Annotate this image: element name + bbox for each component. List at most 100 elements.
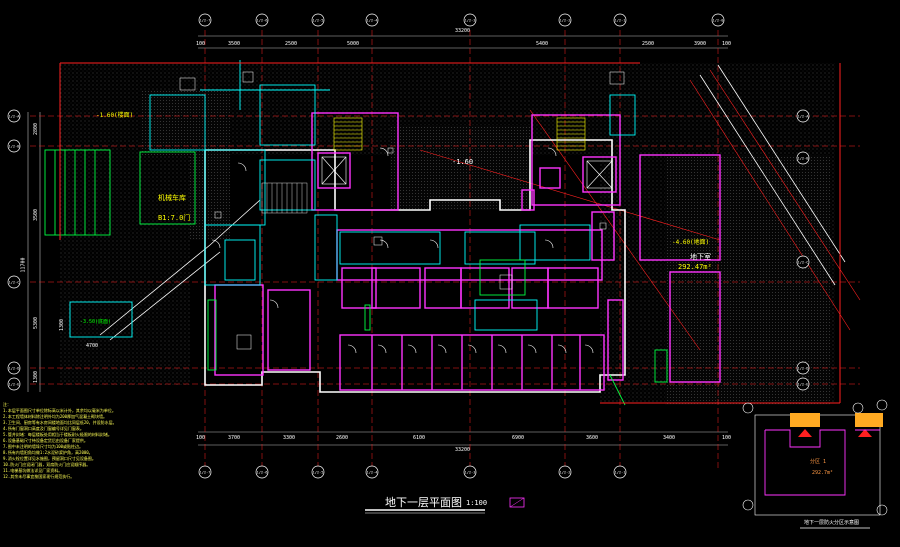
door-swings: [211, 147, 594, 354]
axis-bubble-bottom: [311, 465, 325, 479]
top-dimension-lines: [198, 35, 728, 49]
green-walls: [44, 149, 668, 406]
axis-bubble-bottom-label: 1/2-7: [200, 471, 211, 475]
top-dim-4: 5000: [347, 41, 360, 47]
axis-bubble-bottom-label: 1/2-5: [313, 471, 324, 475]
left-total-dimension: 11700: [20, 257, 27, 273]
left-dim-4: 1300: [33, 370, 40, 384]
left-dimension-lines: [27, 112, 41, 392]
axis-bubble-top: [255, 13, 269, 27]
bottom-total-dimension: 33200: [455, 447, 471, 453]
drawing-title: 地下一层平面图: [385, 496, 462, 509]
left-elevation-label: -1.60(楼面): [96, 112, 134, 119]
axis-bubble-left-label: 1/2-E: [9, 383, 20, 387]
keyplan-axis-bubble: [852, 402, 864, 414]
axis-bubble-right-label: 1/2-B: [798, 157, 809, 161]
top-dim-5: 5400: [536, 41, 549, 47]
note-line: 7.图中未注明的墙垛尺寸均为100或贴柱边。: [3, 444, 84, 449]
axis-bubble-left: [7, 377, 21, 391]
left-small-dim-1: 1300: [59, 318, 66, 332]
bottom-dim-3: 3300: [283, 435, 296, 441]
boundary-lines: [59, 62, 841, 404]
axis-bubble-right: [796, 361, 810, 375]
note-line: 10.防火门应设闭门器，双扇防火门应设顺序器。: [3, 462, 91, 467]
axis-bubble-bottom: [613, 465, 627, 479]
note-line: 1.本层平面图尺寸单位除标高以米计外，其余均以毫米为单位。: [3, 408, 116, 413]
axis-bubble-top-label: 1/2-5: [313, 19, 324, 23]
note-line: 12.其余未尽事宜按国家现行规范执行。: [3, 474, 75, 479]
bottom-dim-6: 6900: [512, 435, 525, 441]
note-line: 11.电梯基坑做法详见厂家资料。: [3, 468, 63, 473]
hatched-ground: [60, 63, 835, 405]
axis-bubble-bottom: [463, 465, 477, 479]
left-dim-3: 5300: [33, 316, 40, 330]
ramp-diagonals: [419, 69, 861, 351]
axis-bubble-left: [7, 361, 21, 375]
mechanical-parking-label: 机械车库: [158, 194, 186, 202]
bottom-dim-4: 2600: [336, 435, 349, 441]
drawing-scale: 1:100: [466, 499, 488, 507]
axis-bubble-top-label: 1/2-1: [615, 19, 626, 23]
axis-bubble-bottom: [198, 465, 212, 479]
note-line: 4.所有门窗洞口高度及门窗编号详见门窗表。: [3, 426, 84, 431]
axis-bubble-left-label: 1/2-D: [9, 367, 20, 371]
note-line: 3.卫生间、厨房等有水房间楼地面均比同层低20，并设防水层。: [3, 420, 117, 425]
axis-bubble-left-label: 1/2-B: [9, 145, 20, 149]
axis-bubble-top-label: 1/2-6: [257, 19, 268, 23]
top-dim-3: 2500: [285, 41, 298, 47]
axis-bubble-bottom-label: 1/2-4: [367, 471, 378, 475]
axis-bubble-right: [796, 377, 810, 391]
legend-swatch-hatch: [509, 497, 525, 508]
keyplan-axis-bubble: [742, 402, 754, 414]
axis-bubble-top-label: 1/2-4: [367, 19, 378, 23]
axis-bubble-right: [796, 255, 810, 269]
stair-mid: [261, 182, 308, 214]
axis-bubble-top: [463, 13, 477, 27]
axis-bubble-bottom-label: 1/2-1: [615, 471, 626, 475]
elevator-cars: [321, 156, 613, 189]
bottom-dim-8: 3400: [663, 435, 676, 441]
note-line: 2.本工程墙体材料除注明外均为200厚加气混凝土砌块墙。: [3, 414, 108, 419]
axis-bubble-top: [613, 13, 627, 27]
note-line: 5.管井封堵：每层楼板处用相当于楼板耐火极限的材料封堵。: [3, 432, 112, 437]
top-total-dimension: 33200: [455, 28, 471, 34]
axis-bubble-left: [7, 139, 21, 153]
note-line: 9.消火栓位置详见水施图，预留洞口尺寸见设备图。: [3, 456, 96, 461]
axis-bubble-bottom-label: 1/2-6: [257, 471, 268, 475]
right-elevation-label: -4.60(地面): [672, 239, 710, 246]
axis-bubble-right-label: 1/2-A: [798, 115, 810, 119]
fixtures: [179, 71, 625, 350]
axis-bubble-left: [7, 109, 21, 123]
left-dim-1: 2800: [33, 122, 40, 136]
note-line: 注：: [3, 402, 11, 407]
axis-bubble-top-label: 1/2-0: [713, 19, 724, 23]
keyplan-axis-bubble: [742, 499, 754, 511]
axis-bubble-left-label: 1/2-C: [9, 281, 20, 285]
top-dim-8: 100: [722, 41, 732, 47]
axis-bubble-left: [7, 275, 21, 289]
axis-bubble-top: [198, 13, 212, 27]
keyplan: [754, 413, 883, 529]
axis-bubble-bottom: [255, 465, 269, 479]
keyplan-axis-bubble: [876, 504, 888, 516]
axis-bubble-top: [711, 13, 725, 27]
grid-lines: [30, 30, 860, 470]
top-dim-7: 3900: [694, 41, 707, 47]
general-notes: 注：1.本层平面图尺寸单位除标高以米计外，其余均以毫米为单位。2.本工程墙体材料…: [3, 402, 143, 480]
small-box-label: -3.50(底面): [80, 319, 112, 325]
mechanical-parking-label-2: B1:7.0门: [158, 214, 191, 222]
right-area-label: 292.47m²: [678, 263, 712, 271]
note-line: 8.所有内墙阳角均做1:2水泥砂浆护角，高2000。: [3, 450, 93, 455]
legend-swatch: [509, 497, 525, 508]
ramp-edges: [99, 64, 846, 341]
axis-bubble-top: [311, 13, 325, 27]
bottom-dimension-lines: [198, 431, 728, 446]
left-small-dim-2: 4700: [86, 343, 99, 349]
left-dim-2: 3500: [33, 208, 40, 222]
axis-bubble-left-label: 1/2-A: [9, 115, 21, 119]
keyplan-axis-bubble: [876, 399, 888, 411]
bottom-dim-5: 6100: [413, 435, 426, 441]
